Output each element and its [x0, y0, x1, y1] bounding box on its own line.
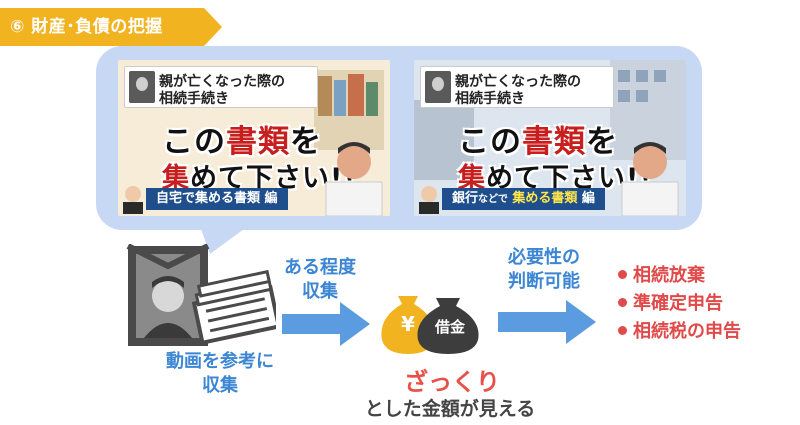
arrow2-label: 必要性の 判断可能	[508, 247, 580, 292]
tag-shape	[0, 8, 222, 46]
thumbnail-title-line2: 相続手続き	[455, 91, 525, 107]
presenter-photo	[325, 142, 383, 216]
list-item: 準確定申告	[618, 290, 741, 318]
caption-text: とした金額が見える	[364, 398, 536, 420]
thumbnail-title-line2: 相続手続き	[159, 91, 229, 107]
list-item: 相続税の申告	[618, 318, 741, 346]
presenter-photo	[621, 142, 679, 216]
thumbnail-banner: 自宅で集める書類 編	[146, 188, 288, 210]
right-arrow-icon	[282, 302, 370, 346]
results-list: 相続放棄 準確定申告 相続税の申告	[618, 262, 741, 346]
yen-symbol: ¥	[401, 312, 415, 336]
portrait-icon	[129, 71, 155, 103]
portrait-icon	[425, 71, 451, 103]
money-bags-icon	[381, 296, 479, 354]
emphasis-text: ざっくり	[404, 368, 500, 396]
section-title: ⑥ 財産･負債の把握	[10, 17, 163, 37]
thumbnail-headline1: この書類を	[162, 124, 322, 160]
thumbnail-headline1: この書類を	[458, 124, 618, 160]
thumbnail-title-box: 親が亡くなった際の 相続手続き	[124, 66, 318, 108]
speech-bubble-tail	[200, 226, 248, 254]
right-arrow-icon	[498, 300, 596, 344]
video-thumbnail-bank[interactable]: 親が亡くなった際の 相続手続き この書類を 集めて下さい!! 銀行などで 集める…	[414, 60, 686, 216]
presenter-mini-icon	[419, 186, 439, 214]
thumbnail-title-box: 親が亡くなった際の 相続手続き	[420, 66, 614, 108]
memorial-portrait-and-documents-icon	[126, 244, 276, 346]
debt-label: 借金	[434, 318, 465, 336]
arrow1-label: ある程度 収集	[284, 257, 356, 302]
thumbnail-banner: 銀行などで 集める書類 編	[442, 188, 605, 210]
thumbnail-title-line1: 親が亡くなった際の	[159, 74, 285, 90]
thumbnail-title-line1: 親が亡くなった際の	[455, 74, 581, 90]
presenter-mini-icon	[123, 186, 143, 214]
section-tag: ⑥ 財産･負債の把握	[0, 8, 222, 46]
list-item: 相続放棄	[618, 262, 741, 290]
video-thumbnail-home[interactable]: 親が亡くなった際の 相続手続き この書類を 集めて下さい!! 自宅で集める書類 …	[118, 60, 390, 216]
collect-by-video-label: 動画を参考に 収集	[166, 351, 274, 396]
